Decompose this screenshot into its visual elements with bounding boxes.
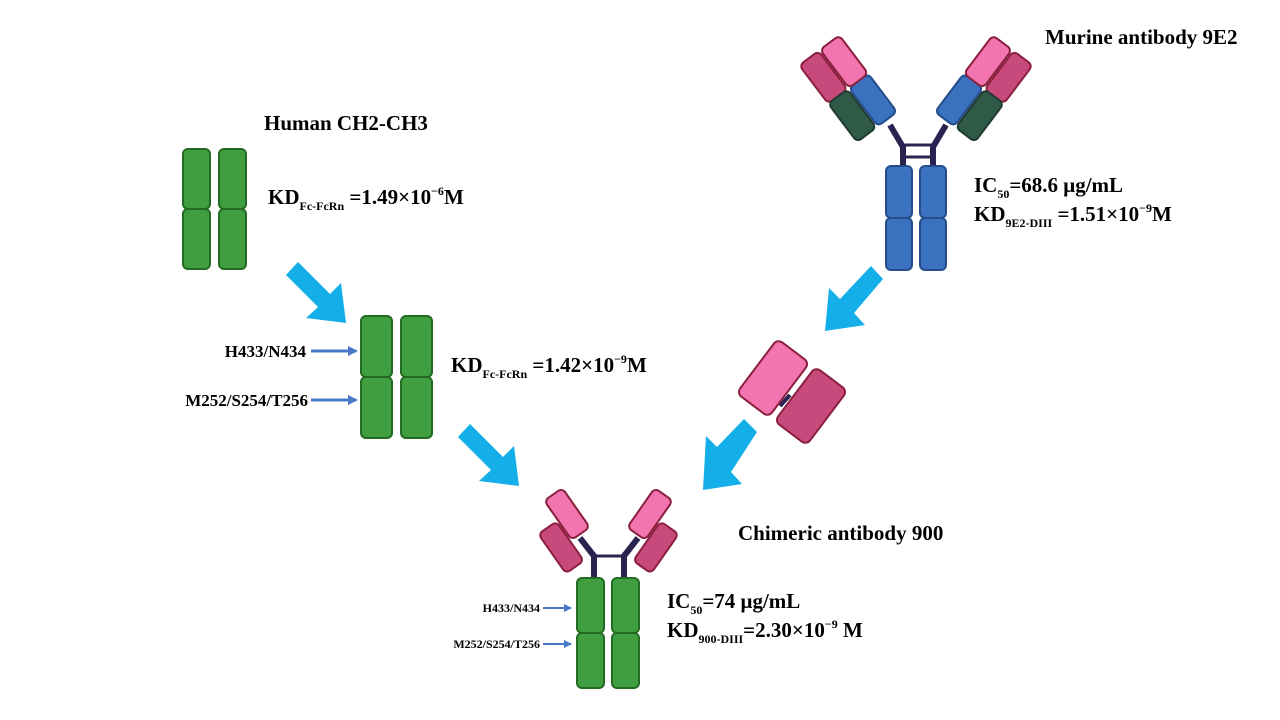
human-fc-title: Human CH2-CH3 [264, 111, 428, 135]
process-arrow-fv-to-chimeric [703, 419, 757, 490]
mutated-fc-fragment [360, 315, 433, 439]
chimeric-antibody-title: Chimeric antibody 900 [738, 521, 943, 545]
chimeric-site-m252-s254-t256: M252/S254/T256 [453, 637, 540, 651]
murine-variable-domains [737, 340, 847, 444]
chimeric-kd-label: KD900-DIII=2.30×10−9 M [667, 617, 863, 646]
chimeric-antibody-900 [539, 488, 678, 689]
chimeric-ic50-label: IC50=74 μg/mL [667, 589, 800, 617]
process-arrow-murine-to-fv [825, 266, 883, 331]
murine-kd-label: KD9E2-DIII =1.51×10−9M [974, 201, 1172, 230]
process-arrow-human-to-mutated [286, 262, 346, 323]
mutation-site-h433-n434: H433/N434 [225, 342, 307, 361]
murine-antibody-title: Murine antibody 9E2 [1045, 25, 1238, 49]
murine-ic50-label: IC50=68.6 μg/mL [974, 173, 1123, 201]
chimeric-site-h433-n434: H433/N434 [483, 601, 540, 615]
mutated-fc-kd-label: KDFc-FcRn =1.42×10−9M [451, 352, 647, 381]
human-fc-fragment [182, 148, 247, 270]
process-arrow-mutated-to-chimeric [458, 424, 519, 486]
murine-antibody-9e2 [800, 36, 1032, 271]
human-fc-kd-label: KDFc-FcRn =1.49×10−6M [268, 184, 464, 213]
mutation-site-m252-s254-t256: M252/S254/T256 [185, 391, 308, 410]
